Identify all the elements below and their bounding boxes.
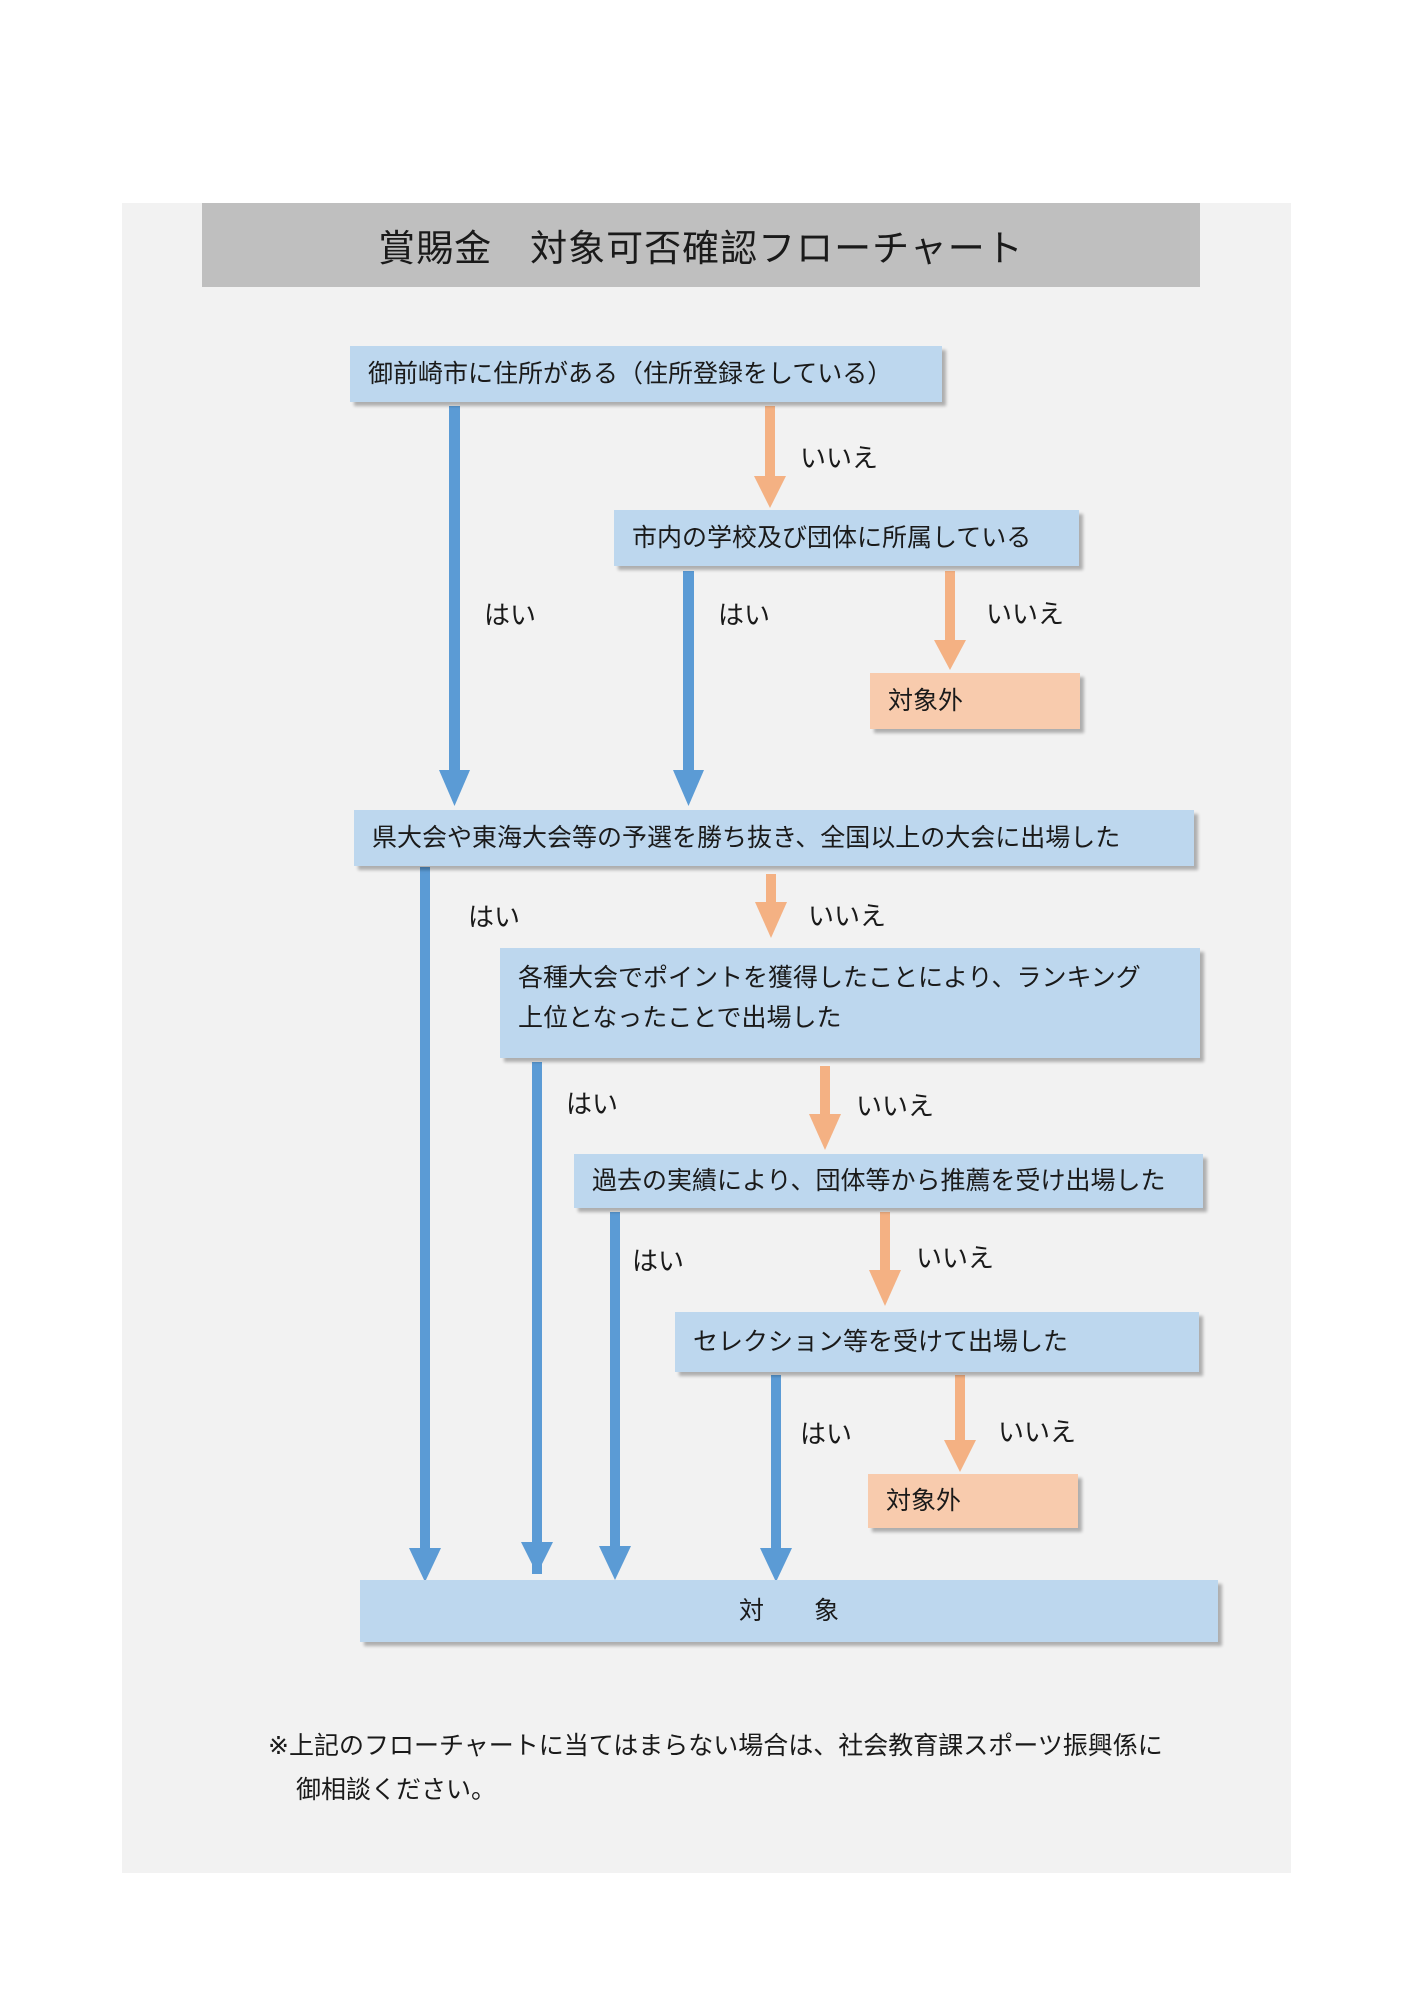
node-out2-not-eligible: 対象外 <box>868 1474 1078 1528</box>
footnote-line2: 御相談ください。 <box>296 1775 497 1804</box>
yes-arrow-q1-to-q3 <box>439 406 470 806</box>
node-target-text: 対 象 <box>738 1596 839 1625</box>
yes-arrow-q3-to-target <box>409 867 441 1582</box>
no-arrow-q4-to-q5 <box>809 1066 841 1150</box>
no-arrow-q5-to-q6 <box>869 1212 901 1306</box>
no-arrow-q3-to-q4 <box>755 874 787 938</box>
no-arrow-q1-to-q2 <box>754 406 786 508</box>
label-yes-q3: はい <box>468 903 521 933</box>
node-q1-text: 御前崎市に住所がある（住所登録をしている） <box>368 359 893 388</box>
label-no-q4: いいえ <box>856 1092 935 1122</box>
node-q2-text: 市内の学校及び団体に所属している <box>632 523 1032 552</box>
node-q4-text-line1: 各種大会でポイントを獲得したことにより、ランキング <box>518 963 1141 992</box>
no-arrow-q2-to-out1 <box>934 571 966 670</box>
footnote-line1: ※上記のフローチャートに当てはまらない場合は、社会教育課スポーツ振興係に <box>268 1731 1163 1760</box>
label-no-q5: いいえ <box>916 1244 995 1274</box>
node-q4-text-line2: 上位となったことで出場した <box>518 1003 842 1032</box>
label-no-q1: いいえ <box>800 444 879 474</box>
label-no-q2: いいえ <box>986 600 1065 630</box>
label-yes-q1: はい <box>484 601 537 631</box>
no-arrow-q6-to-out2 <box>944 1375 976 1472</box>
node-q2-school-group: 市内の学校及び団体に所属している <box>614 510 1079 566</box>
label-yes-q4: はい <box>566 1090 619 1120</box>
yes-arrow-q5-to-target <box>599 1212 631 1580</box>
node-out1-not-eligible: 対象外 <box>870 673 1080 729</box>
yes-arrow-q4-to-target <box>521 1062 553 1574</box>
yes-arrow-q2-to-q3 <box>673 571 704 806</box>
node-q3-text: 県大会や東海大会等の予選を勝ち抜き、全国以上の大会に出場した <box>372 823 1121 852</box>
node-q6-text: セレクション等を受けて出場した <box>693 1327 1069 1356</box>
node-out1-text: 対象外 <box>888 686 964 715</box>
node-q5-recommendation: 過去の実績により、団体等から推薦を受け出場した <box>574 1154 1203 1208</box>
label-no-q6: いいえ <box>998 1418 1077 1448</box>
node-q5-text: 過去の実績により、団体等から推薦を受け出場した <box>592 1166 1166 1195</box>
node-out2-text: 対象外 <box>886 1486 962 1515</box>
label-yes-q2: はい <box>718 601 771 631</box>
label-yes-q5: はい <box>632 1247 685 1277</box>
footnote: ※上記のフローチャートに当てはまらない場合は、社会教育課スポーツ振興係に 御相談… <box>268 1724 1163 1812</box>
yes-arrow-q6-to-target <box>760 1375 792 1582</box>
node-q6-selection: セレクション等を受けて出場した <box>675 1312 1199 1372</box>
label-yes-q6: はい <box>800 1420 853 1450</box>
page-title: 賞賜金 対象可否確認フローチャート <box>202 203 1200 287</box>
node-q1-resident: 御前崎市に住所がある（住所登録をしている） <box>350 346 942 402</box>
node-q4-ranking: 各種大会でポイントを獲得したことにより、ランキング 上位となったことで出場した <box>500 948 1200 1058</box>
label-no-q3: いいえ <box>808 902 887 932</box>
node-target-eligible: 対 象 <box>360 1580 1218 1642</box>
node-q3-national-qualifier: 県大会や東海大会等の予選を勝ち抜き、全国以上の大会に出場した <box>354 810 1194 866</box>
